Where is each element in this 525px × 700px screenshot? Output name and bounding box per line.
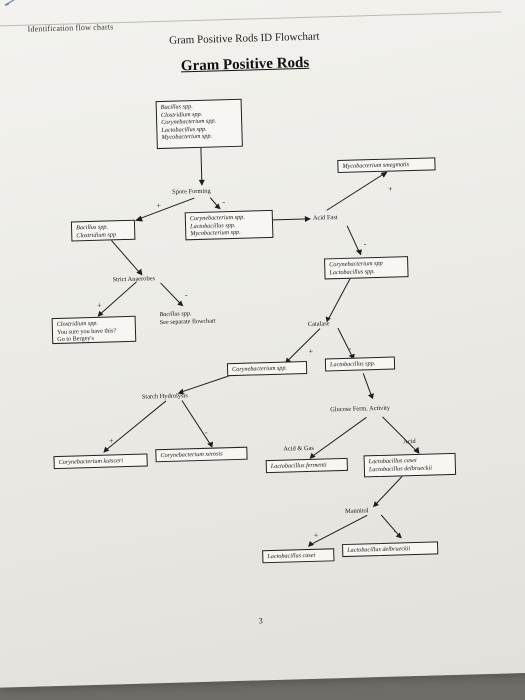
acid-fast-minus: - <box>363 239 367 249</box>
acid-fast-plus: + <box>387 184 393 194</box>
bacillus-box: Bacillus spp. See separate flowchart <box>159 310 216 326</box>
catalase-minus: - <box>348 343 352 353</box>
spore-plus: + <box>156 200 162 211</box>
anaerobes-plus: + <box>97 300 102 310</box>
lactobacillus-fermenti-box: Lactobacillus fermenti <box>265 457 348 474</box>
result-acid-gas: Acid & Gas <box>283 444 314 453</box>
lactobacillus-box: Lactobacillus spp. <box>324 356 396 372</box>
starch-minus: - <box>204 427 208 437</box>
lactobacillus-casei-delbrueckii-box: Lactobacillus casei Lactobacillus delbru… <box>363 452 457 478</box>
lactobacillus-casei-box: Lactobacillus casei <box>262 548 335 564</box>
test-mannitol: Mannitol <box>344 507 369 515</box>
anaerobes-minus: - <box>184 290 188 300</box>
mycobacterium-smegmatis-box: Mycobacterium smegmatis <box>337 157 436 174</box>
test-spore-forming: Spore Forming <box>172 187 211 196</box>
test-catalase: Catalase <box>307 320 330 328</box>
root-genera-box: Bacillus spp. Clostridium spp. Corynebac… <box>155 98 243 150</box>
mannitol-minus: - <box>393 526 397 536</box>
corynebacterium-kutsceri-box: Corynebacterium kutsceri <box>53 453 148 470</box>
pen-mark-icon <box>4 0 23 6</box>
spore-negative-box: Corynebacterium spp. Lactobacillus spp. … <box>184 209 274 241</box>
starch-plus: + <box>108 436 114 446</box>
test-starch-hydrolysis: Starch Hydrolysis <box>141 392 188 401</box>
test-acid-fast: Acid Fast <box>312 214 338 222</box>
acid-fast-negative-box: Corynebacterium spp Lactobacillus spp. <box>324 256 409 280</box>
lactobacillus-delbrueckii-box: Lactobacillus delbrueckii <box>342 541 439 558</box>
spore-minus: - <box>222 197 226 207</box>
corynebacterium-xerosis-box: Corynebacterium xerosis <box>155 446 248 463</box>
catalase-plus: + <box>308 346 314 356</box>
corynebacterium-box: Corynebacterium spp. <box>226 360 308 377</box>
clostridium-box: Clostridium spp. You sure you have this?… <box>51 315 137 345</box>
test-strict-anaerobes: Strict Anaerobes <box>112 275 156 284</box>
result-acid: Acid <box>403 437 416 446</box>
mannitol-plus: + <box>313 530 319 540</box>
spore-positive-box: Bacillus spp. Clostridium spp <box>70 219 136 242</box>
